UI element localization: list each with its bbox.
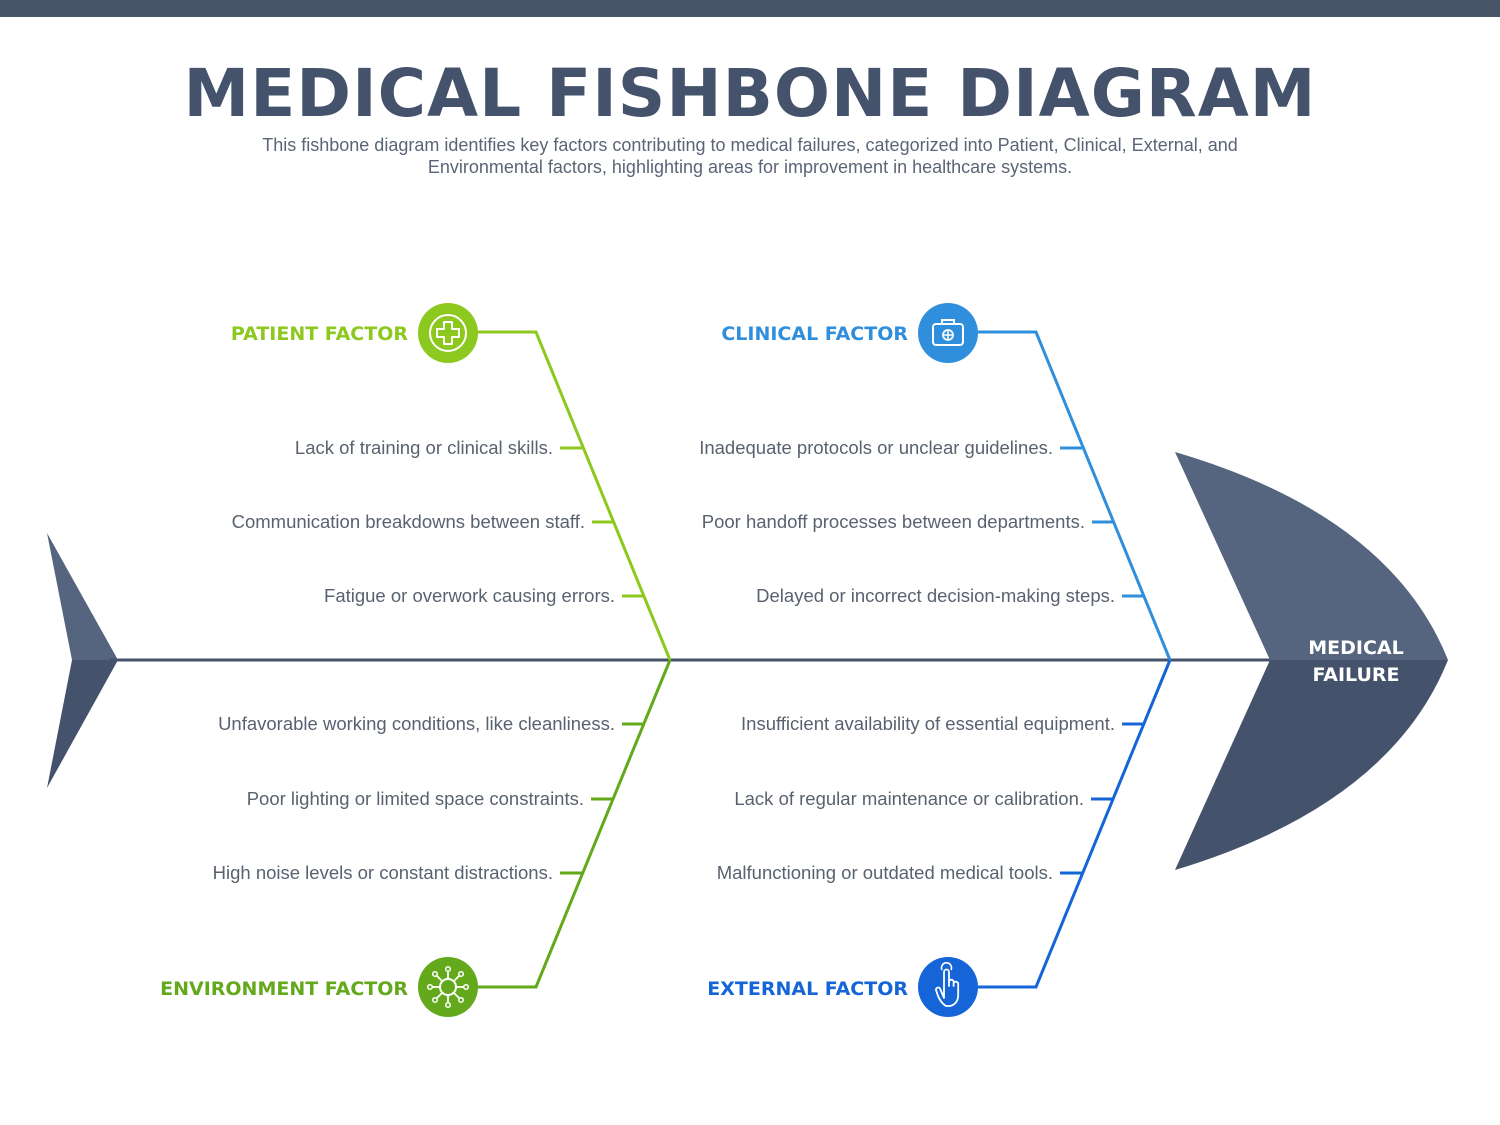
medical-kit-icon xyxy=(918,303,978,363)
head-label-line1: MEDICAL xyxy=(1308,637,1403,659)
external-cause: Lack of regular maintenance or calibrati… xyxy=(734,788,1084,809)
top-bar xyxy=(0,0,1500,17)
external-cause: Insufficient availability of essential e… xyxy=(741,713,1115,734)
external-factor-branch xyxy=(978,659,1172,989)
fish-tail xyxy=(47,533,118,788)
external-factor-label: EXTERNAL FACTOR xyxy=(707,978,908,1000)
clinical-factor-branch xyxy=(978,330,1172,661)
fish-head: MEDICAL FAILURE xyxy=(1175,452,1448,870)
virus-icon xyxy=(418,957,478,1017)
clinical-cause: Delayed or incorrect decision-making ste… xyxy=(756,585,1115,606)
page-subtitle: This fishbone diagram identifies key fac… xyxy=(262,135,1238,177)
patient-cause: Lack of training or clinical skills. xyxy=(295,437,553,458)
clinical-factor-label: CLINICAL FACTOR xyxy=(721,323,908,345)
page-title: MEDICAL FISHBONE DIAGRAM xyxy=(183,55,1317,132)
patient-cause: Communication breakdowns between staff. xyxy=(232,511,585,532)
environment-factor-branch xyxy=(478,659,672,989)
touch-hand-icon xyxy=(918,957,978,1017)
external-cause: Malfunctioning or outdated medical tools… xyxy=(717,862,1053,883)
environment-cause: Poor lighting or limited space constrain… xyxy=(247,788,584,809)
patient-factor-branch xyxy=(478,330,672,661)
clinical-cause: Inadequate protocols or unclear guidelin… xyxy=(699,437,1053,458)
patient-cause: Fatigue or overwork causing errors. xyxy=(324,585,615,606)
medical-cross-icon xyxy=(418,303,478,363)
patient-factor-label: PATIENT FACTOR xyxy=(231,323,408,345)
environment-factor-label: ENVIRONMENT FACTOR xyxy=(160,978,408,1000)
head-label-line2: FAILURE xyxy=(1312,664,1399,686)
environment-cause: Unfavorable working conditions, like cle… xyxy=(218,713,615,734)
clinical-cause: Poor handoff processes between departmen… xyxy=(702,511,1085,532)
environment-cause: High noise levels or constant distractio… xyxy=(213,862,553,883)
